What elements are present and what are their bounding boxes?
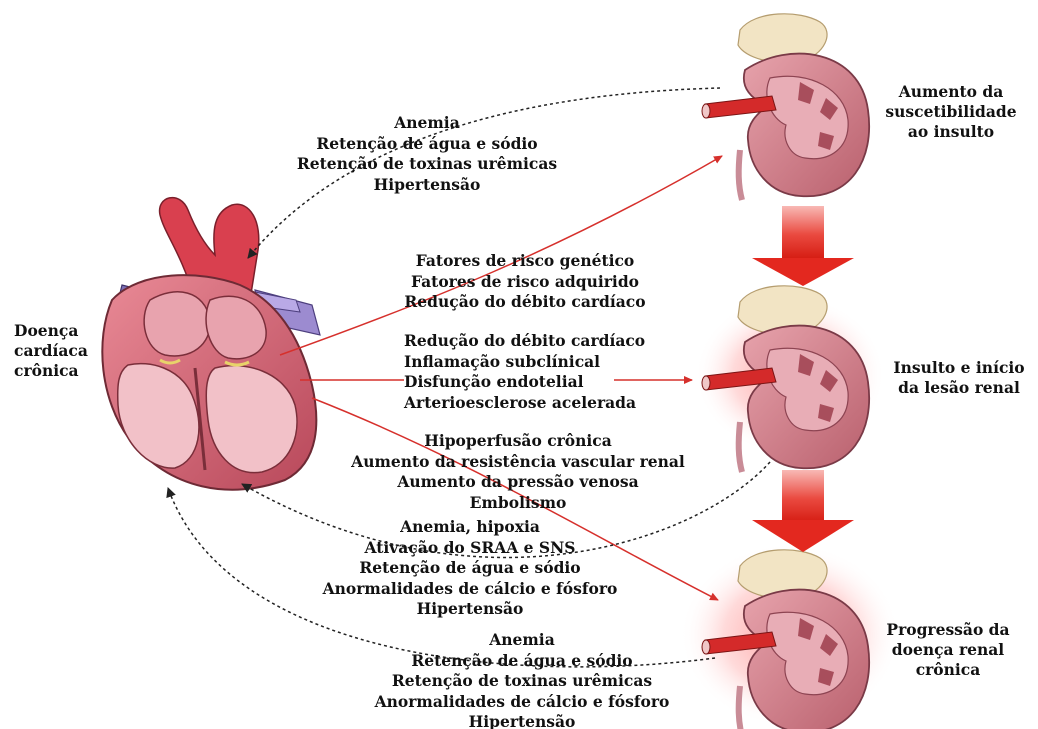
group-progression-item: Aumento da pressão venosa <box>318 472 718 493</box>
label-kidney-bottom: Progressão da doença renal crônica <box>868 620 1028 680</box>
label-kidney-bottom-line: doença renal <box>868 640 1028 660</box>
group-risk-item: Fatores de risco genético <box>380 251 670 272</box>
group-injury-item: Arterioesclerose acelerada <box>404 393 645 414</box>
label-kidney-top-line: suscetibilidade <box>876 102 1026 122</box>
label-heart-line: Doença <box>14 321 88 341</box>
kidney-template <box>702 14 869 200</box>
group-progression-item: Embolismo <box>318 493 718 514</box>
group-mid-back-item: Anemia, hipoxia <box>300 517 640 538</box>
group-top-back: Anemia Retenção de água e sódio Retenção… <box>262 113 592 195</box>
label-heart-line: cardíaca <box>14 341 88 361</box>
label-kidney-mid-line: Insulto e início <box>884 358 1034 378</box>
group-top-back-item: Anemia <box>262 113 592 134</box>
group-mid-back-item: Anormalidades de cálcio e fósforo <box>300 579 640 600</box>
group-injury: Redução do débito cardíaco Inflamação su… <box>404 331 645 413</box>
label-heart: Doença cardíaca crônica <box>14 321 88 381</box>
group-mid-back: Anemia, hipoxia Ativação do SRAA e SNS R… <box>300 517 640 620</box>
group-mid-back-item: Hipertensão <box>300 599 640 620</box>
group-bottom-back-item: Anemia <box>352 630 692 651</box>
group-top-back-item: Hipertensão <box>262 175 592 196</box>
label-heart-line: crônica <box>14 361 88 381</box>
group-top-back-item: Retenção de água e sódio <box>262 134 592 155</box>
big-down-arrow-1 <box>752 206 854 286</box>
group-mid-back-item: Retenção de água e sódio <box>300 558 640 579</box>
group-bottom-back-item: Anormalidades de cálcio e fósforo <box>352 692 692 713</box>
group-progression: Hipoperfusão crônica Aumento da resistên… <box>318 431 718 513</box>
label-kidney-mid-line: da lesão renal <box>884 378 1034 398</box>
label-kidney-mid: Insulto e início da lesão renal <box>884 358 1034 398</box>
group-injury-item: Inflamação subclínical <box>404 352 645 373</box>
group-injury-item: Redução do débito cardíaco <box>404 331 645 352</box>
group-risk: Fatores de risco genético Fatores de ris… <box>380 251 670 313</box>
label-kidney-top-line: ao insulto <box>876 122 1026 142</box>
label-kidney-bottom-line: Progressão da <box>868 620 1028 640</box>
label-kidney-top-line: Aumento da <box>876 82 1026 102</box>
group-progression-item: Aumento da resistência vascular renal <box>318 452 718 473</box>
label-kidney-top: Aumento da suscetibilidade ao insulto <box>876 82 1026 142</box>
big-down-arrow-2 <box>752 470 854 552</box>
group-progression-item: Hipoperfusão crônica <box>318 431 718 452</box>
group-risk-item: Fatores de risco adquirido <box>380 272 670 293</box>
label-kidney-bottom-line: crônica <box>868 660 1028 680</box>
group-bottom-back-item: Retenção de toxinas urêmicas <box>352 671 692 692</box>
group-top-back-item: Retenção de toxinas urêmicas <box>262 154 592 175</box>
group-risk-item: Redução do débito cardíaco <box>380 292 670 313</box>
heart-illustration <box>102 198 320 490</box>
group-mid-back-item: Ativação do SRAA e SNS <box>300 538 640 559</box>
group-bottom-back-item: Retenção de água e sódio <box>352 651 692 672</box>
group-bottom-back-item: Hipertensão <box>352 712 692 729</box>
group-injury-item: Disfunção endotelial <box>404 372 645 393</box>
group-bottom-back: Anemia Retenção de água e sódio Retenção… <box>352 630 692 729</box>
